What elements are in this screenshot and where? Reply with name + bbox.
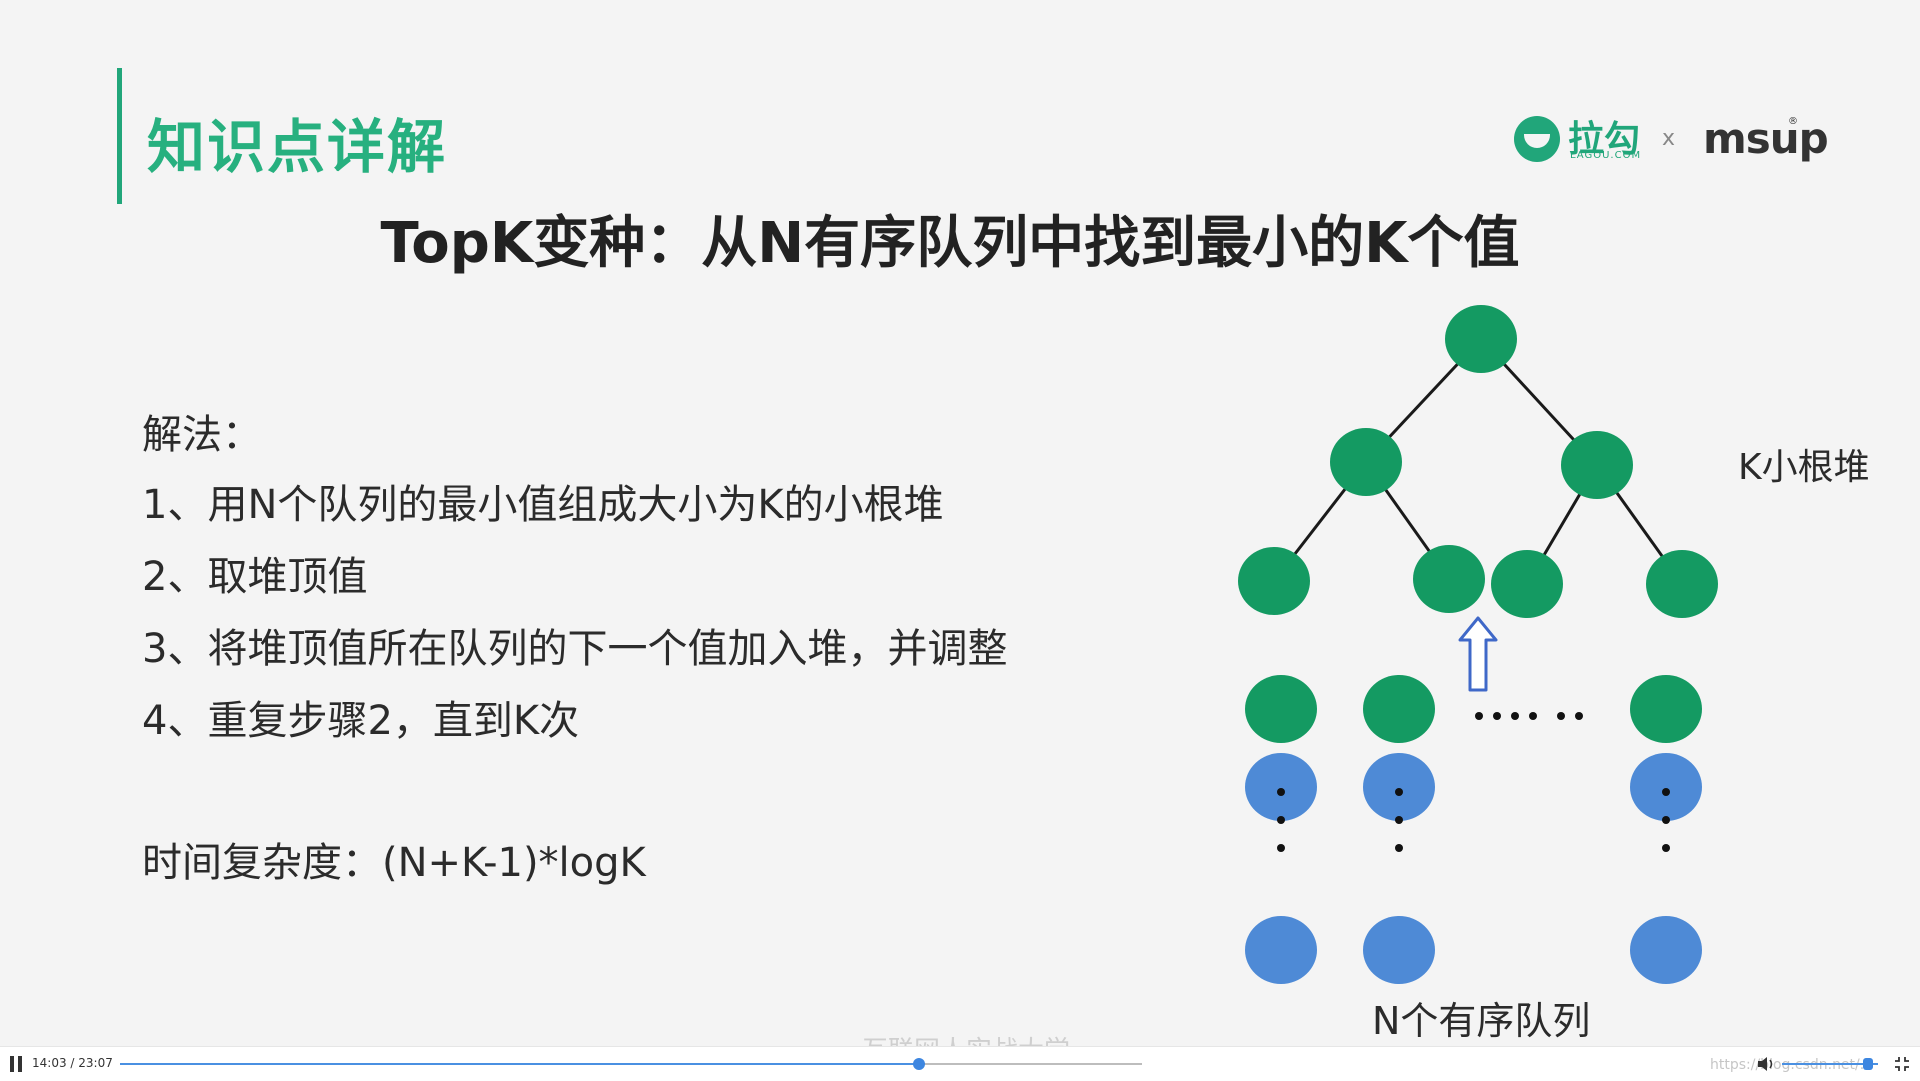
step-1: 1、用N个队列的最小值组成大小为K的小根堆: [142, 482, 944, 528]
ellipsis-dot: [1529, 712, 1537, 720]
queue-tail: [1245, 916, 1317, 984]
step-2: 2、取堆顶值: [142, 554, 368, 600]
registered-mark: ®: [1788, 116, 1798, 127]
queue-node: [1630, 753, 1702, 821]
queue-nodes: [1245, 753, 1702, 984]
step-4: 4、重复步骤2，直到K次: [142, 698, 580, 744]
ellipsis-dot: [1277, 844, 1285, 852]
heap-node: [1445, 305, 1517, 373]
ellipsis-dot: [1493, 712, 1501, 720]
progress-fill: [120, 1063, 920, 1065]
ellipsis-dot: [1475, 712, 1483, 720]
queue-node: [1245, 753, 1317, 821]
heap-node: [1238, 547, 1310, 615]
slide-title: TopK变种：从N有序队列中找到最小的K个值: [380, 211, 1520, 276]
queue-head: [1245, 675, 1317, 743]
step-3: 3、将堆顶值所在队列的下一个值加入堆，并调整: [142, 626, 1008, 672]
ellipsis-dot: [1511, 712, 1519, 720]
queue-tail: [1363, 916, 1435, 984]
up-arrow-icon: [1458, 616, 1498, 692]
ellipsis-dot: [1557, 712, 1565, 720]
logo-separator: x: [1662, 126, 1676, 151]
queues-label: N个有序队列: [1372, 999, 1591, 1043]
ellipsis-dot: [1395, 844, 1403, 852]
heap-node: [1491, 550, 1563, 618]
site-url: https://blog.csdn.net/...: [1710, 1057, 1874, 1073]
ellipsis-dot: [1277, 788, 1285, 796]
ellipsis-dot: [1662, 788, 1670, 796]
ellipsis-dot: [1395, 816, 1403, 824]
heap-nodes: [1238, 305, 1718, 618]
progress-handle[interactable]: [913, 1058, 926, 1070]
heap-node: [1561, 431, 1633, 499]
player-controls: 14:03 / 23:07 https://blog.csdn.net/...: [0, 1046, 1920, 1081]
heap-node: [1413, 545, 1485, 613]
queue-head: [1630, 675, 1702, 743]
heap-diagram: [1238, 305, 1718, 984]
heap-node: [1646, 550, 1718, 618]
queue-heads: [1245, 675, 1702, 743]
exit-fullscreen-icon[interactable]: [1894, 1056, 1910, 1072]
slide-heading: 知识点详解: [147, 113, 448, 181]
vertical-ellipsis: [1277, 788, 1670, 852]
slide: 知识点详解 拉勾 LAGOU.COM x msup ® TopK变种：从N有序队…: [117, 68, 1870, 1066]
lagou-brand-en: LAGOU.COM: [1570, 150, 1642, 161]
complexity-text: 时间复杂度：(N+K-1)*logK: [142, 840, 646, 886]
msup-logo: msup: [1703, 114, 1829, 163]
queue-tail: [1630, 916, 1702, 984]
heap-label: K小根堆: [1738, 447, 1870, 488]
lagou-brand-cn: 拉勾: [1568, 119, 1641, 160]
ellipsis-dot: [1277, 816, 1285, 824]
queue-head: [1363, 675, 1435, 743]
solution-label: 解法：: [142, 412, 262, 458]
pause-icon[interactable]: [10, 1056, 24, 1072]
volume-slider[interactable]: [1782, 1058, 1878, 1070]
ellipsis-dot: [1575, 712, 1583, 720]
volume-icon[interactable]: [1756, 1055, 1776, 1073]
lagou-logo-icon: [1514, 116, 1560, 162]
queue-node: [1363, 753, 1435, 821]
heap-node: [1330, 428, 1402, 496]
ellipsis-dot: [1662, 844, 1670, 852]
progress-bar[interactable]: [120, 1058, 1142, 1070]
horizontal-ellipsis: [1475, 712, 1583, 720]
volume-handle[interactable]: [1863, 1058, 1874, 1070]
ellipsis-dot: [1395, 788, 1403, 796]
time-display: 14:03 / 23:07: [32, 1056, 113, 1070]
accent-bar: [117, 68, 122, 204]
ellipsis-dot: [1662, 816, 1670, 824]
